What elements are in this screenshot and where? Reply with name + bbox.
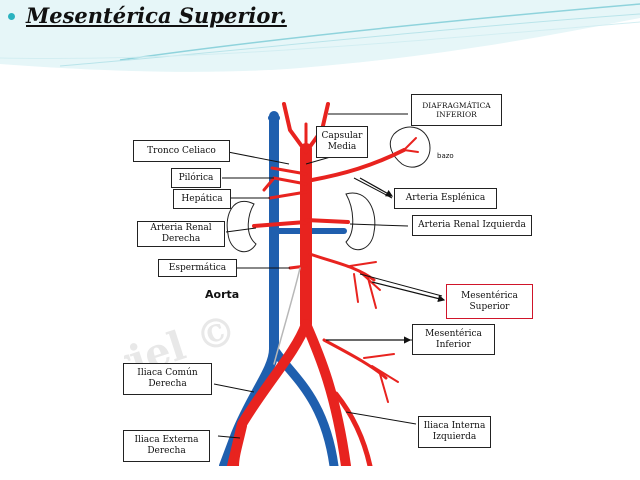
label-hepatica: Hepática [173, 189, 231, 209]
label-iliaca-interna-izquierda: Iliaca Interna Izquierda [418, 416, 491, 448]
slide-title: Mesentérica Superior. [26, 3, 287, 28]
label-capsular-media: Capsular Media [316, 126, 368, 158]
label-arteria-esplenica: Arteria Esplénica [394, 188, 497, 209]
label-aorta: Aorta [205, 288, 240, 301]
spleen [389, 126, 431, 168]
label-arteria-renal-derecha: Arteria Renal Derecha [137, 221, 225, 247]
label-iliaca-comun-derecha: Iliaca Común Derecha [123, 363, 212, 395]
label-diafragmatica-inferior: DIAFRAGMÁTICA INFERIOR [411, 94, 502, 126]
label-mesenterica-inferior: Mesentérica Inferior [412, 324, 495, 355]
label-bazo: bazo [437, 152, 454, 160]
label-espermatica: Espermática [158, 259, 237, 277]
right-kidney [226, 200, 257, 253]
vena-cava-top [268, 114, 280, 122]
label-mesenterica-superior: Mesentérica Superior [446, 284, 533, 319]
label-arteria-renal-izquierda: Arteria Renal Izquierda [412, 215, 532, 236]
left-kidney [345, 192, 376, 251]
artery-drawing: Ariel © [124, 102, 431, 466]
header-wave-decoration [0, 0, 640, 72]
aorta-group [227, 102, 419, 466]
label-tronco-celiaco: Tronco Celiaco [133, 140, 230, 162]
label-iliaca-externa-derecha: Iliaca Externa Derecha [123, 430, 210, 462]
title-bullet [8, 13, 15, 20]
label-pilorica: Pilórica [171, 168, 221, 188]
